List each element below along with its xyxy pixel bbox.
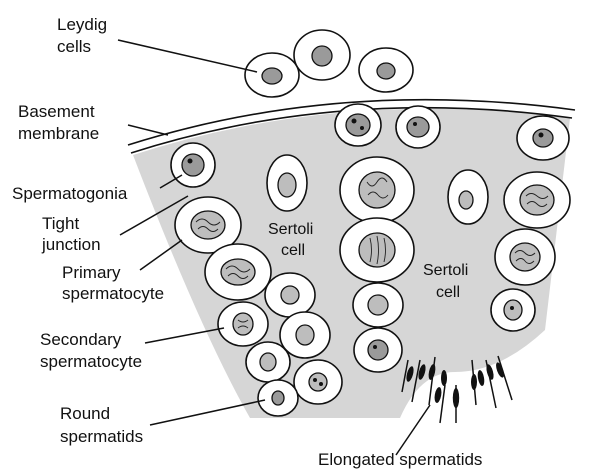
round-spermatid-nucleus (272, 391, 284, 405)
primary-spermatocyte-nucleus (359, 172, 395, 208)
round-spermatid-nucleus (260, 353, 276, 371)
basement-leader (128, 125, 168, 135)
leydig-cells (245, 30, 413, 97)
secondary-spermatocyte-nucleus (296, 325, 314, 345)
label-sertoli1-line2: cell (281, 242, 305, 259)
sertoli-cell-2-nucleus (459, 191, 473, 209)
label-secondary-line2: spermatocyte (40, 352, 142, 371)
leydig-nucleus (262, 68, 282, 84)
secondary-spermatocyte-nucleus (281, 286, 299, 304)
label-tight-line1: Tight (42, 214, 79, 233)
round-spermatid-nucleus (368, 340, 388, 360)
label-sertoli2-line2: cell (436, 284, 460, 301)
label-tight-line2: junction (41, 235, 101, 254)
label-leydig-line1: Leydig (57, 15, 107, 34)
primary-spermatocyte-nucleus (221, 259, 255, 285)
label-primary-line2: spermatocyte (62, 284, 164, 303)
label-sertoli2-line1: Sertoli (423, 262, 468, 279)
label-primary-line1: Primary (62, 263, 121, 282)
leydig-nucleus (312, 46, 332, 66)
leydig-leader (118, 40, 257, 72)
label-basement-line1: Basement (18, 102, 95, 121)
label-leydig-line2: cells (57, 37, 91, 56)
primary-spermatocyte-nucleus (510, 243, 540, 271)
label-basement-line2: membrane (18, 124, 99, 143)
label-secondary-line1: Secondary (40, 330, 122, 349)
spermatogonium-nucleus (182, 154, 204, 176)
label-round-line2: spermatids (60, 427, 143, 446)
primary-spermatocyte-nucleus (191, 211, 225, 239)
leydig-nucleus (377, 63, 395, 79)
primary-spermatocyte-nucleus (520, 185, 554, 215)
spermatogonium-nucleus (407, 117, 429, 137)
label-sertoli1-line1: Sertoli (268, 221, 313, 238)
sertoli-cell-1-nucleus (278, 173, 296, 197)
label-round-line1: Round (60, 404, 110, 423)
secondary-spermatocyte-nucleus (233, 313, 253, 335)
spermatogonium-nucleus (346, 114, 370, 136)
secondary-spermatocyte-nucleus (504, 300, 522, 320)
secondary-spermatocyte-nucleus (368, 295, 388, 315)
label-elongated: Elongated spermatids (318, 450, 482, 469)
round-spermatid-nucleus (309, 373, 327, 391)
spermatogonium-nucleus (533, 129, 553, 147)
label-spermatogonia: Spermatogonia (12, 184, 128, 203)
